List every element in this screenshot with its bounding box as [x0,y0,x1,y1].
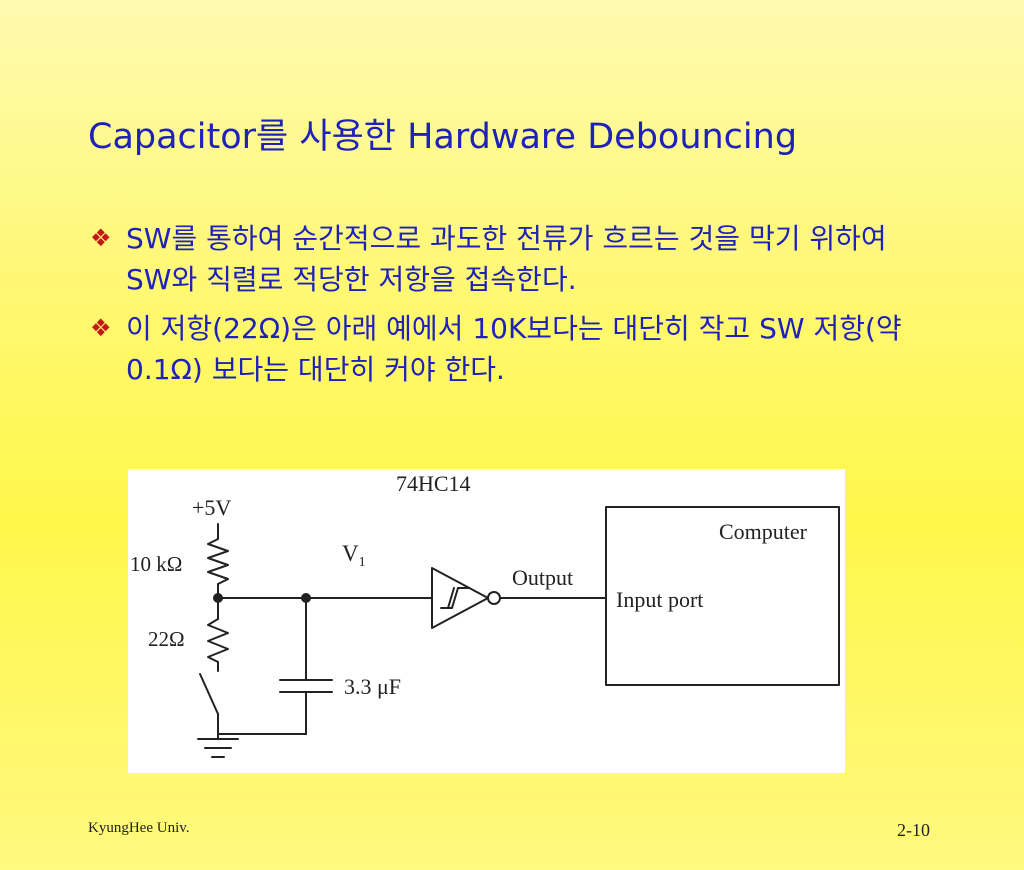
switch [199,673,219,715]
bullet-text: 이 저항(22Ω)은 아래 예에서 10K보다는 대단히 작고 SW 저항(약0… [126,312,902,386]
bullet-item: ❖ SW를 통하여 순간적으로 과도한 전류가 흐르는 것을 막기 위하여 SW… [90,218,920,300]
junction-dot [301,593,311,603]
computer-box [605,506,840,686]
footer-university: KyungHee Univ. [88,820,190,836]
bullet-text: SW를 통하여 순간적으로 과도한 전류가 흐르는 것을 막기 위하여 SW와 … [126,222,887,296]
schmitt-inverter [431,567,489,629]
circuit-diagram: 74HC14 +5V 10 kΩ 22Ω V1 3.3 μF Output Co… [128,469,845,773]
schmitt-symbol [440,587,470,609]
chip-label: 74HC14 [396,471,471,496]
diamond-bullet-icon: ❖ [90,224,112,252]
inverter-bubble [487,591,501,605]
output-label: Output [512,565,573,590]
computer-label: Computer [719,519,808,544]
page-number: 2-10 [897,820,930,840]
slide-title: Capacitor를 사용한 Hardware Debouncing [88,117,798,157]
resistor-10k [207,538,229,585]
capacitor-label: 3.3 μF [344,674,401,699]
resistor-10k-label: 10 kΩ [130,552,182,576]
supply-label: +5V [192,495,231,520]
node-v1-label: V1 [342,541,366,570]
bullet-item: ❖ 이 저항(22Ω)은 아래 예에서 10K보다는 대단히 작고 SW 저항(… [90,308,920,390]
resistor-22 [207,618,229,663]
junction-dot [213,593,223,603]
input-port-label: Input port [616,587,703,612]
diamond-bullet-icon: ❖ [90,314,112,342]
bullet-list: ❖ SW를 통하여 순간적으로 과도한 전류가 흐르는 것을 막기 위하여 SW… [90,218,920,398]
resistor-22-label: 22Ω [148,627,185,651]
